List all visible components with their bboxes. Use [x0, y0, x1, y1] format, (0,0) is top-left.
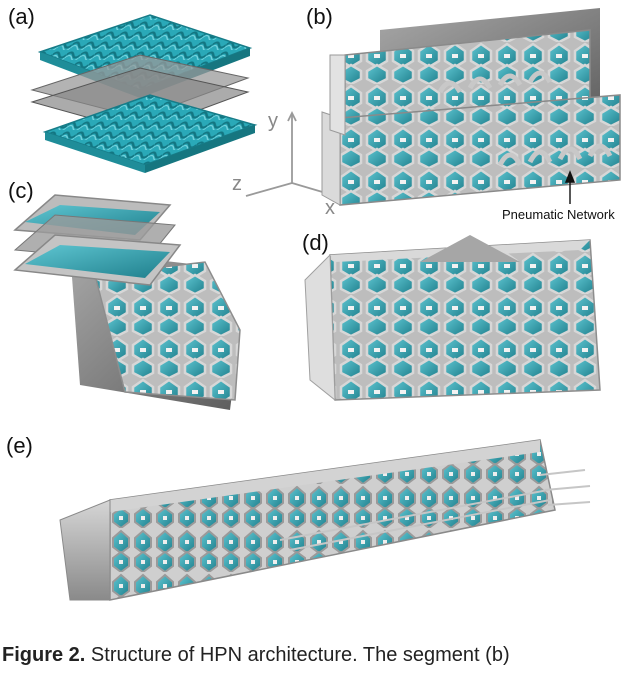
panel-a-illustration: [30, 14, 258, 173]
panel-c-illustration: [13, 194, 241, 410]
pneumatic-network-label: Pneumatic Network: [502, 207, 615, 222]
panel-label-a: (a): [8, 4, 35, 29]
panel-d-illustration: [304, 235, 601, 402]
axes-glyph: [245, 110, 337, 197]
panel-label-c: (c): [8, 178, 34, 203]
caption-text: Structure of HPN architecture. The segme…: [85, 644, 510, 666]
panel-label-d: (d): [302, 230, 329, 255]
axis-z-label: z: [232, 173, 242, 195]
caption-lead: Figure 2.: [2, 644, 86, 666]
axis-y-label: y: [268, 110, 278, 132]
panel-e-illustration: [59, 439, 591, 601]
pneumatic-network-arrow: [564, 170, 576, 204]
panel-label-e: (e): [6, 433, 33, 458]
figure-caption: Figure 2. Structure of HPN architecture.…: [2, 644, 638, 674]
panel-b-illustration: [321, 8, 621, 206]
panel-label-b: (b): [306, 4, 333, 29]
axis-x-label: x: [325, 197, 335, 219]
